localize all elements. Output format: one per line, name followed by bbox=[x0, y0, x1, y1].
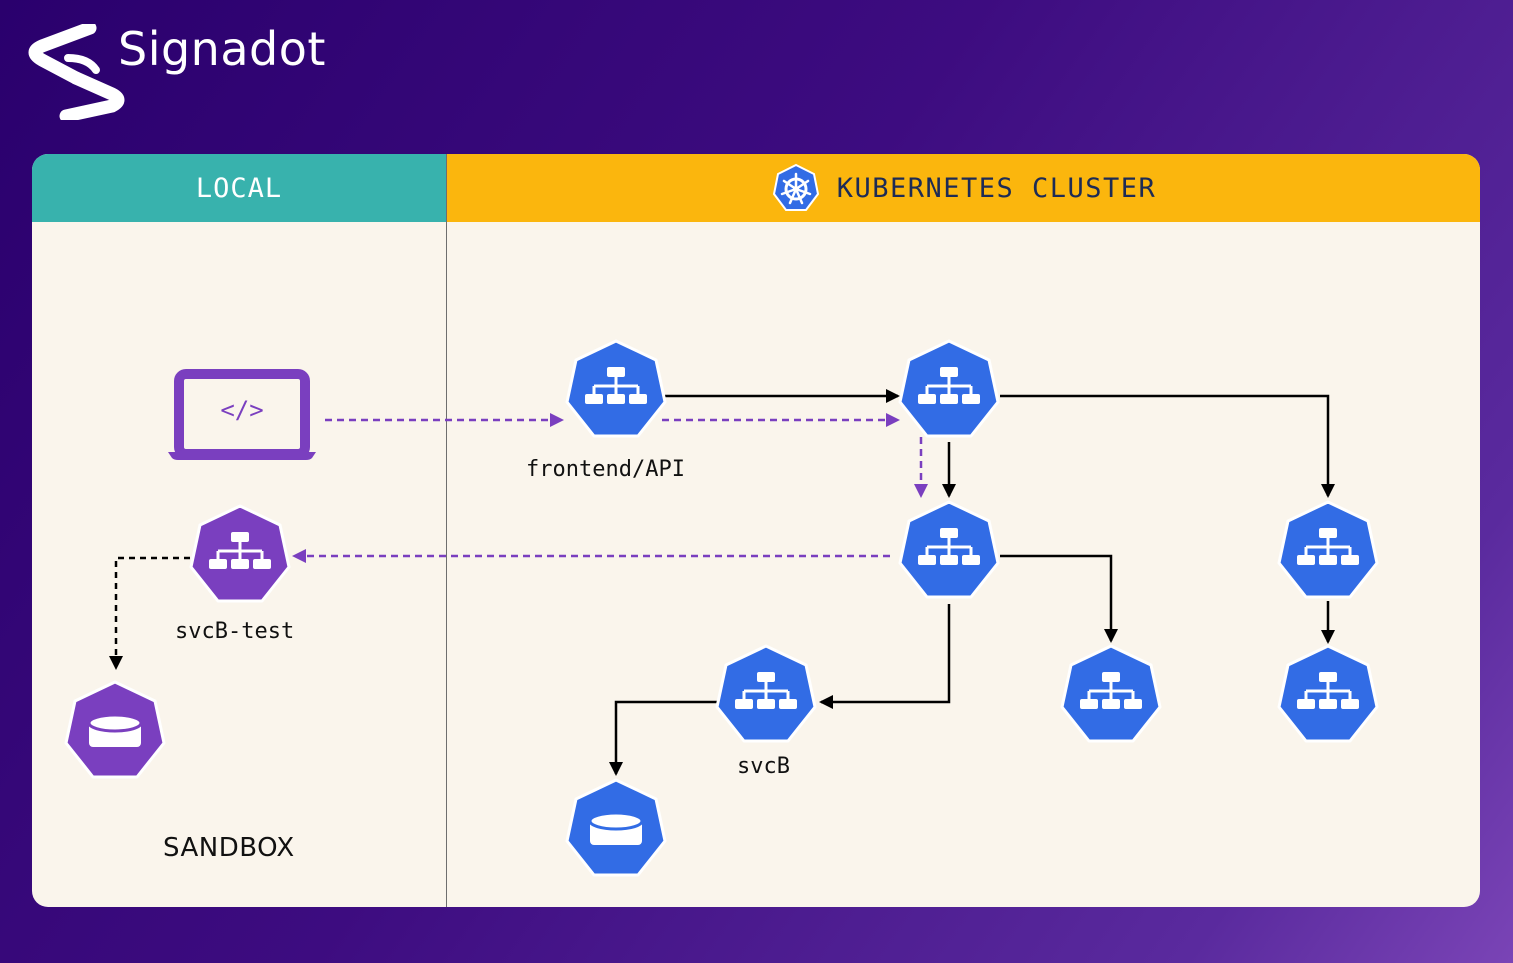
service-right-bottom-node bbox=[1277, 644, 1379, 743]
service-mid-node bbox=[898, 500, 1000, 599]
service-right-top-node bbox=[1277, 500, 1379, 599]
arrow-mid-to-svcb bbox=[819, 604, 951, 709]
frontend-api-node bbox=[565, 339, 667, 438]
code-glyph: </> bbox=[220, 396, 263, 424]
laptop-icon bbox=[168, 369, 316, 460]
svcb-node bbox=[715, 644, 817, 743]
arrow-svcb-test-to-sandbox-db bbox=[109, 556, 190, 670]
database-icon bbox=[588, 811, 644, 847]
arrow-svcb-to-db bbox=[609, 700, 717, 776]
architecture-diagram: </> bbox=[64, 339, 1379, 877]
svcb-test-node bbox=[189, 504, 291, 603]
frontend-api-label: frontend/API bbox=[526, 457, 685, 482]
cluster-database-node bbox=[565, 778, 667, 877]
brand-name: Signadot bbox=[118, 22, 326, 76]
panel-divider bbox=[446, 154, 447, 907]
diagram-card: LOCAL KUBERNETES CLUSTER bbox=[32, 154, 1480, 907]
local-panel-title: LOCAL bbox=[195, 172, 283, 204]
service-a-node bbox=[898, 339, 1000, 438]
brand bbox=[28, 24, 128, 120]
svcb-test-label: svcB-test bbox=[175, 619, 295, 644]
arrow-svca-to-right bbox=[1000, 394, 1335, 498]
local-panel-header: LOCAL bbox=[32, 154, 446, 222]
kubernetes-wheel-icon bbox=[772, 163, 819, 211]
cluster-panel-header: KUBERNETES CLUSTER bbox=[447, 154, 1480, 222]
service-mid-right-node bbox=[1060, 644, 1162, 743]
arrow-mid-to-right bbox=[1000, 554, 1118, 643]
database-icon bbox=[87, 713, 143, 749]
svcb-label: svcB bbox=[737, 754, 790, 779]
cluster-panel-title: KUBERNETES CLUSTER bbox=[836, 172, 1157, 204]
sandbox-database-node bbox=[64, 680, 166, 779]
signadot-logo-icon bbox=[28, 24, 125, 120]
sandbox-label: SANDBOX bbox=[163, 833, 295, 863]
